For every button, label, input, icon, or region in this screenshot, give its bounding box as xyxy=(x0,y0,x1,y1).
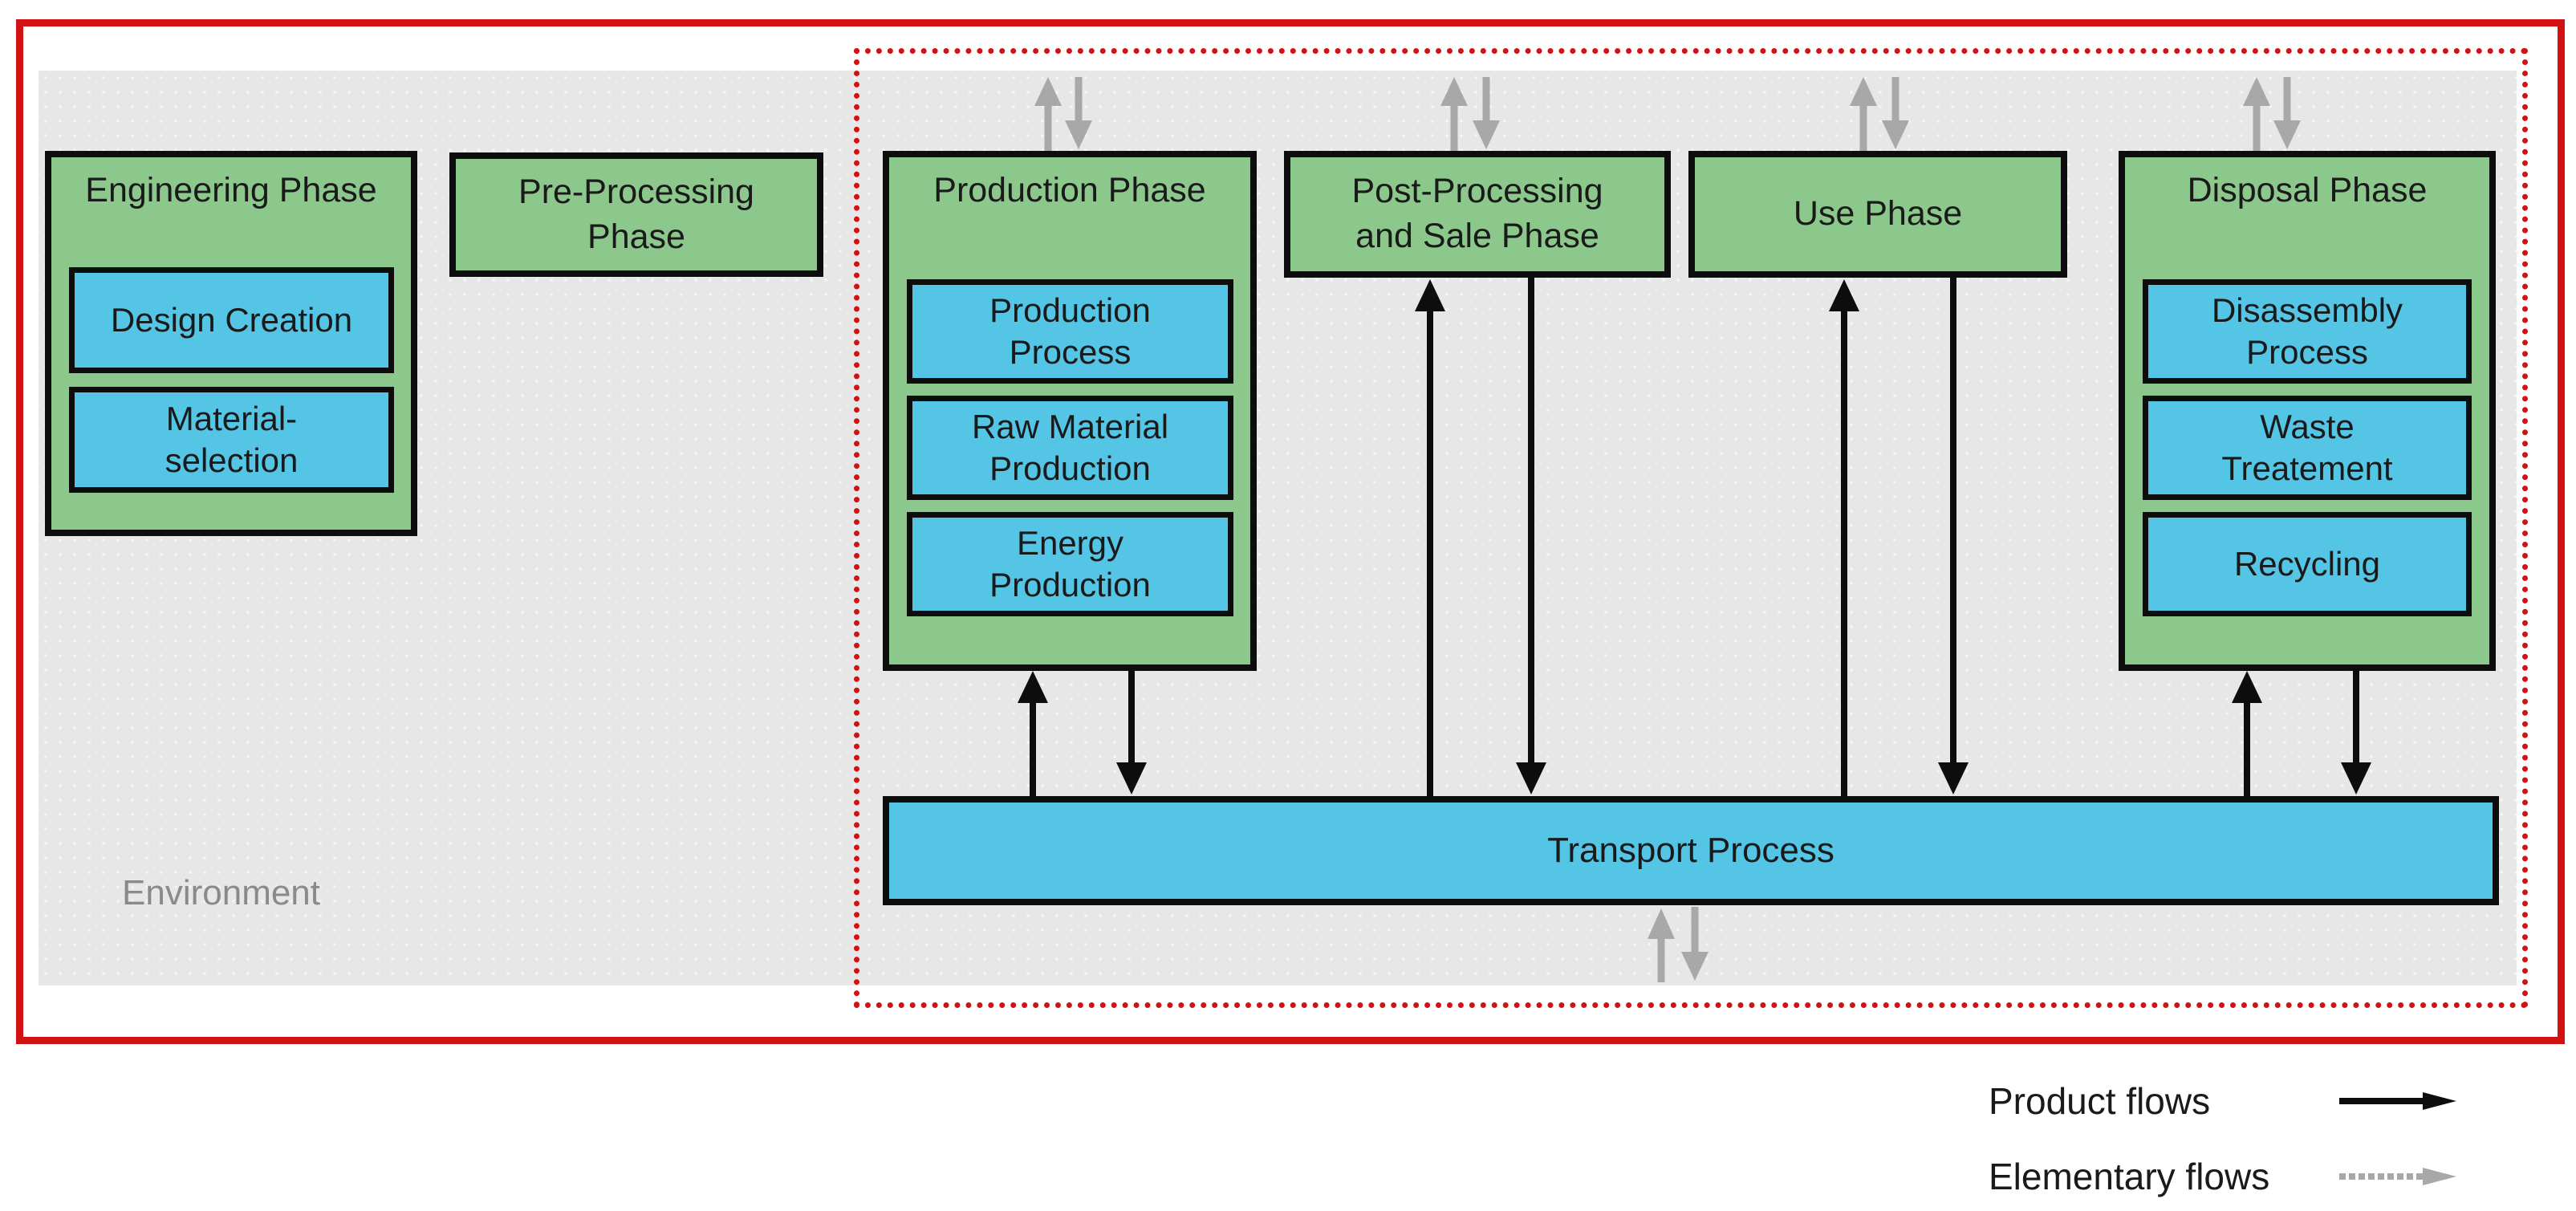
legend: Product flows Elementary flows xyxy=(1989,1072,2458,1211)
engineering-phase-box: Engineering Phase Design Creation Materi… xyxy=(45,151,417,536)
energy-production-box: Energy Production xyxy=(907,512,1233,616)
disposal-phase-title: Disposal Phase xyxy=(2187,171,2428,209)
production-phase-title: Production Phase xyxy=(933,171,1206,209)
use-phase-box: Use Phase xyxy=(1688,151,2067,278)
legend-row-product-flows: Product flows xyxy=(1989,1072,2458,1130)
disposal-phase-box: Disposal Phase Disassembly Process Waste… xyxy=(2119,151,2496,671)
post-processing-phase-box: Post-Processing and Sale Phase xyxy=(1284,151,1671,278)
waste-treatment-box: Waste Treatement xyxy=(2143,396,2472,500)
transport-process-box: Transport Process xyxy=(883,796,2499,905)
material-selection-box: Material- selection xyxy=(69,387,394,493)
outer-system-boundary xyxy=(16,19,2565,1044)
legend-row-elementary-flows: Elementary flows xyxy=(1989,1148,2458,1205)
engineering-phase-title: Engineering Phase xyxy=(85,171,377,209)
assessment-boundary-dotted xyxy=(854,48,2528,1008)
product-flow-arrow-icon xyxy=(2339,1092,2456,1110)
environment-label: Environment xyxy=(122,873,321,912)
elementary-flow-arrow-icon xyxy=(2339,1168,2456,1185)
raw-material-production-box: Raw Material Production xyxy=(907,396,1233,500)
pre-processing-phase-box: Pre-Processing Phase xyxy=(449,152,823,277)
recycling-box: Recycling xyxy=(2143,512,2472,616)
product-flows-label: Product flows xyxy=(1989,1080,2211,1122)
production-process-box: Production Process xyxy=(907,279,1233,384)
production-phase-box: Production Phase Production Process Raw … xyxy=(883,151,1257,671)
design-creation-box: Design Creation xyxy=(69,267,394,373)
disassembly-process-box: Disassembly Process xyxy=(2143,279,2472,384)
elementary-flows-label: Elementary flows xyxy=(1989,1156,2270,1197)
